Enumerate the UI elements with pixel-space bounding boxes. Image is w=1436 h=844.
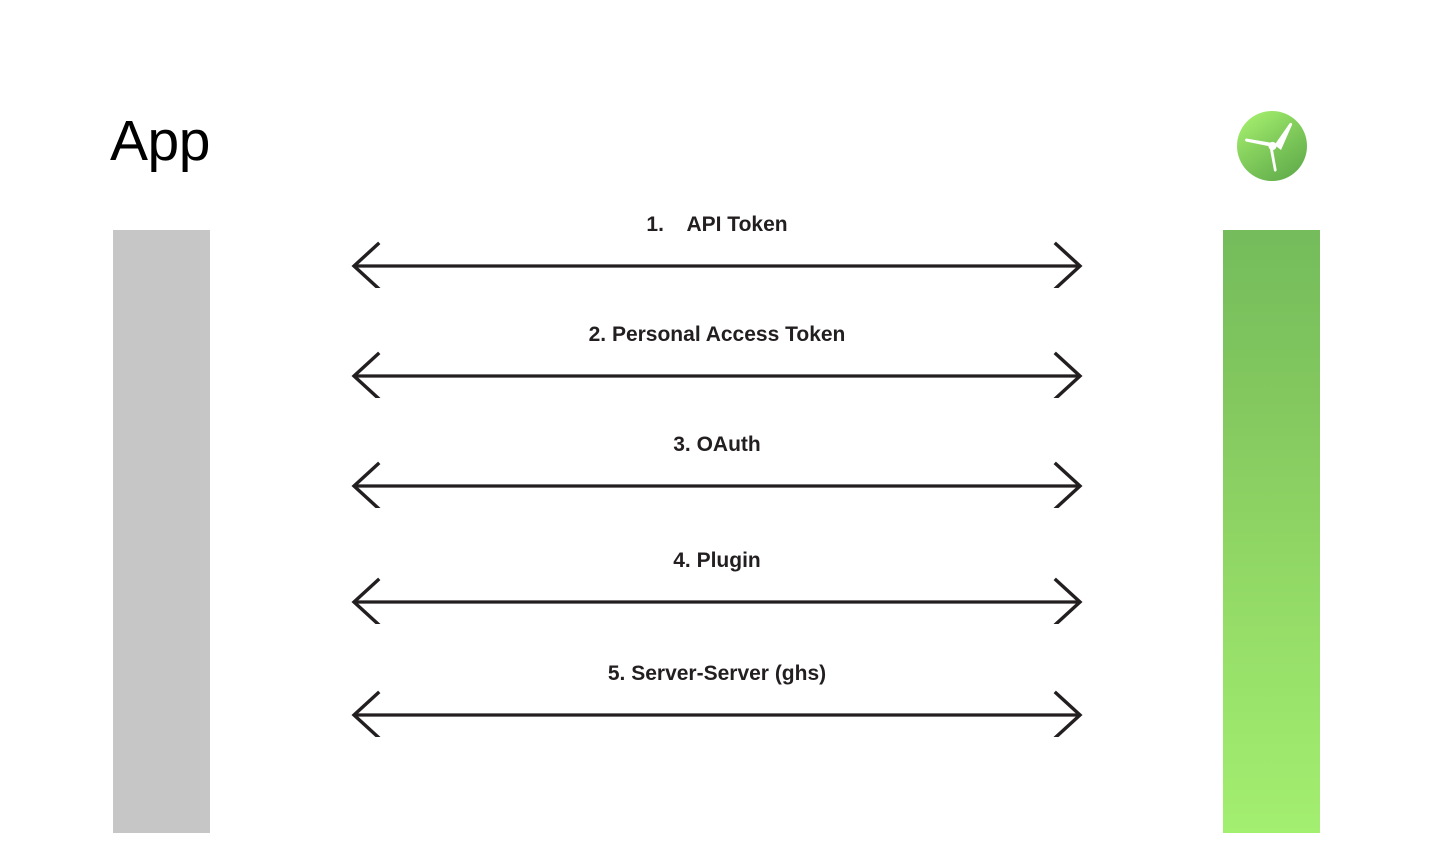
message-label: 4. Plugin (673, 549, 761, 572)
bidirectional-arrow-icon (344, 240, 1090, 288)
bidirectional-arrow-icon (344, 460, 1090, 508)
message-label: 1. API Token (646, 213, 788, 236)
sequence-message-1[interactable]: 1. API Token (344, 214, 1090, 288)
sequence-message-5[interactable]: 5. Server-Server (ghs) (344, 663, 1090, 737)
bidirectional-arrow-icon (344, 350, 1090, 398)
sequence-message-2[interactable]: 2. Personal Access Token (344, 324, 1090, 398)
sequence-message-4[interactable]: 4. Plugin (344, 550, 1090, 624)
green-propeller-logo-icon (1236, 110, 1308, 182)
message-label: 3. OAuth (673, 433, 761, 456)
app-lifeline-bar (113, 230, 210, 833)
page-title: App (110, 109, 210, 173)
message-label: 5. Server-Server (ghs) (607, 662, 827, 685)
message-label: 2. Personal Access Token (588, 323, 846, 346)
service-lifeline-bar (1223, 230, 1320, 833)
bidirectional-arrow-icon (344, 689, 1090, 737)
bidirectional-arrow-icon (344, 576, 1090, 624)
sequence-message-3[interactable]: 3. OAuth (344, 434, 1090, 508)
